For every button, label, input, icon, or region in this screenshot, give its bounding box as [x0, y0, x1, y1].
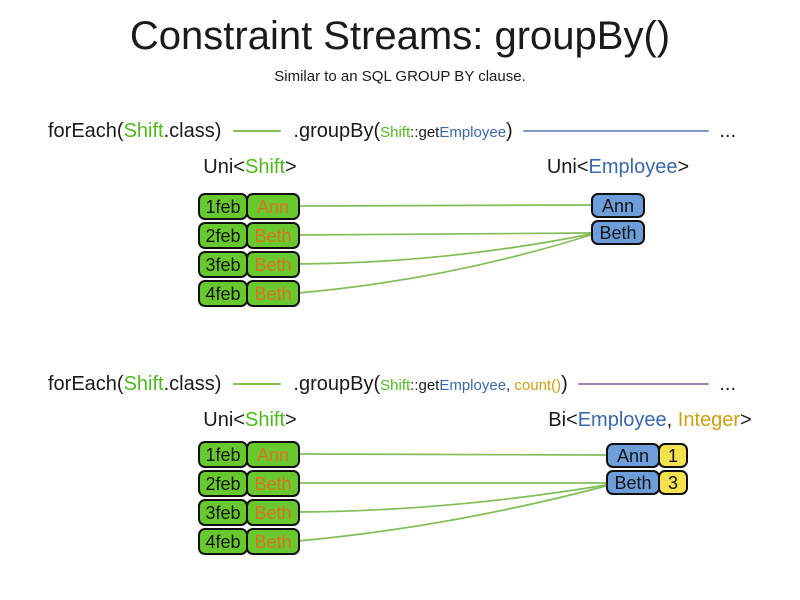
- shift-employee-cell: Ann: [246, 193, 300, 220]
- connector-line: [297, 204, 592, 207]
- shift-employee-cell: Beth: [246, 222, 300, 249]
- group-employee-box: Ann: [591, 193, 645, 218]
- header-type-employee: Employee: [588, 156, 678, 178]
- stream-line-purple: [577, 383, 710, 385]
- class-name-shift: Shift: [123, 372, 164, 395]
- stream-dash-green: [233, 130, 282, 132]
- connector-line: [297, 234, 592, 294]
- shift-employee-cell: Ann: [246, 441, 300, 468]
- header-text: >: [285, 409, 297, 431]
- code-text: ): [506, 119, 513, 142]
- shift-row: 2feb Beth: [198, 470, 300, 497]
- code-text: .class): [163, 372, 222, 395]
- shift-row: 1feb Ann: [198, 193, 300, 220]
- uni-shift-header-top: Uni<Shift>: [150, 156, 350, 179]
- shift-date-cell: 4feb: [198, 280, 248, 307]
- header-type-employee: Employee: [577, 409, 667, 431]
- foreach-expression: forEach(Shift.class): [48, 120, 221, 143]
- shift-table-bottom: 1feb Ann 2feb Beth 3feb Beth 4feb Beth: [198, 441, 300, 555]
- foreach-expression: forEach(Shift.class): [48, 373, 221, 396]
- shift-date-cell: 2feb: [198, 222, 248, 249]
- shift-row: 3feb Beth: [198, 251, 300, 278]
- header-text: >: [740, 409, 752, 431]
- header-text: Uni<: [203, 156, 245, 178]
- employee-groups-top: Ann Beth: [591, 193, 645, 245]
- shift-date-cell: 4feb: [198, 528, 248, 555]
- header-text: Uni<: [203, 409, 245, 431]
- page-subtitle: Similar to an SQL GROUP BY clause.: [274, 68, 526, 85]
- code-line-1: forEach(Shift.class) .groupBy(Shift::get…: [48, 117, 736, 145]
- arg-collector-count: count(): [514, 376, 562, 394]
- arg-type-employee: Employee: [439, 123, 507, 141]
- ellipsis: ...: [719, 119, 736, 142]
- header-text: >: [285, 156, 297, 178]
- stream-line-blue: [522, 130, 710, 132]
- employee-count-groups: Ann 1 Beth 3: [606, 443, 688, 495]
- group-employee-box: Ann: [606, 443, 660, 468]
- group-employee-box: Beth: [591, 220, 645, 245]
- group-row: Beth 3: [606, 470, 688, 495]
- ellipsis: ...: [719, 372, 736, 395]
- code-line-2: forEach(Shift.class) .groupBy(Shift::get…: [48, 370, 736, 398]
- arg-class-shift: Shift: [380, 123, 411, 141]
- class-name-shift: Shift: [123, 119, 164, 142]
- shift-row: 3feb Beth: [198, 499, 300, 526]
- arg-class-shift: Shift: [380, 376, 411, 394]
- connector-line: [297, 484, 607, 513]
- uni-shift-header-bottom: Uni<Shift>: [150, 409, 350, 432]
- connector-line: [297, 485, 607, 542]
- shift-date-cell: 1feb: [198, 193, 248, 220]
- header-text: ,: [666, 409, 678, 431]
- code-text: ): [561, 372, 568, 395]
- code-text: .class): [163, 119, 222, 142]
- header-type-shift: Shift: [244, 409, 286, 431]
- header-type-integer: Integer: [677, 409, 741, 431]
- header-type-shift: Shift: [244, 156, 286, 178]
- uni-employee-header: Uni<Employee>: [518, 156, 718, 179]
- header-text: Uni<: [546, 156, 589, 178]
- page-title: Constraint Streams: groupBy(): [129, 14, 671, 58]
- arg-method: ::get: [410, 123, 440, 141]
- group-count-box: 3: [658, 470, 688, 495]
- shift-employee-cell: Beth: [246, 470, 300, 497]
- shift-row: 1feb Ann: [198, 441, 300, 468]
- connector-line: [297, 232, 592, 236]
- stream-dash-green: [233, 383, 282, 385]
- shift-date-cell: 1feb: [198, 441, 248, 468]
- connector-line: [297, 233, 592, 265]
- code-text: .groupBy(: [293, 119, 381, 142]
- shift-row: 2feb Beth: [198, 222, 300, 249]
- code-text: forEach(: [48, 119, 124, 142]
- arg-method: ::get: [410, 376, 440, 394]
- code-text: .groupBy(: [293, 372, 381, 395]
- group-count-box: 1: [658, 443, 688, 468]
- shift-row: 4feb Beth: [198, 528, 300, 555]
- shift-date-cell: 3feb: [198, 251, 248, 278]
- shift-date-cell: 3feb: [198, 499, 248, 526]
- header-text: Bi<: [548, 409, 578, 431]
- shift-table-top: 1feb Ann 2feb Beth 3feb Beth 4feb Beth: [198, 193, 300, 307]
- shift-employee-cell: Beth: [246, 499, 300, 526]
- connector-line: [297, 453, 607, 456]
- shift-employee-cell: Beth: [246, 251, 300, 278]
- shift-row: 4feb Beth: [198, 280, 300, 307]
- code-text: ,: [506, 376, 515, 394]
- groupby-expression: .groupBy(Shift::getEmployee, count()): [293, 373, 567, 396]
- groupby-expression: .groupBy(Shift::getEmployee): [293, 120, 512, 143]
- arg-type-employee: Employee: [439, 376, 507, 394]
- group-employee-box: Beth: [606, 470, 660, 495]
- shift-date-cell: 2feb: [198, 470, 248, 497]
- shift-employee-cell: Beth: [246, 280, 300, 307]
- bi-employee-integer-header: Bi<Employee, Integer>: [530, 409, 770, 432]
- code-text: forEach(: [48, 372, 124, 395]
- group-row: Ann 1: [606, 443, 688, 468]
- header-text: >: [677, 156, 690, 178]
- shift-employee-cell: Beth: [246, 528, 300, 555]
